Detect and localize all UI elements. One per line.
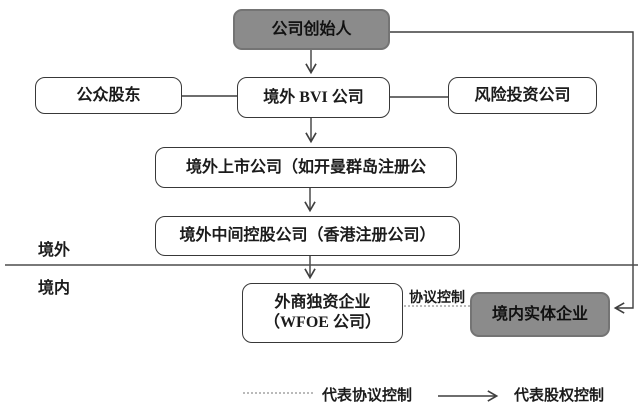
node-offshore-bvi-company: 境外 BVI 公司 [237,77,390,118]
node-venture-capital-company: 风险投资公司 [448,77,597,114]
legend-equity-control-label: 代表股权控制 [514,388,605,404]
node-company-founder-label: 公司创始人 [271,20,352,38]
node-domestic-entity: 境内实体企业 [470,292,610,337]
legend-agreement-control-label: 代表协议控制 [322,388,413,404]
node-wfoe: 外商独资企业 （WFOE 公司） [242,283,403,343]
node-public-shareholders-label: 公众股东 [76,86,141,104]
node-public-shareholders: 公众股东 [35,77,182,114]
node-offshore-intermediate-holding-label: 境外中间控股公司（香港注册公司） [179,227,436,244]
node-offshore-listed-company-label: 境外上市公司（如开曼群岛注册公 [185,158,426,176]
onshore-label: 境内 [38,280,71,297]
node-wfoe-label-line1: 外商独资企业 [274,294,371,311]
node-domestic-entity-label: 境内实体企业 [491,305,588,323]
agreement-control-edge-label: 协议控制 [409,291,465,306]
node-wfoe-label-line2: （WFOE 公司） [264,314,381,331]
node-offshore-bvi-company-label: 境外 BVI 公司 [263,88,364,106]
node-venture-capital-company-label: 风险投资公司 [474,86,571,104]
node-offshore-listed-company: 境外上市公司（如开曼群岛注册公 [155,147,457,188]
offshore-label: 境外 [38,242,71,259]
node-company-founder: 公司创始人 [233,9,390,50]
node-offshore-intermediate-holding: 境外中间控股公司（香港注册公司） [155,216,460,256]
edge-founder-to-entity-equity-arrow [390,31,634,314]
